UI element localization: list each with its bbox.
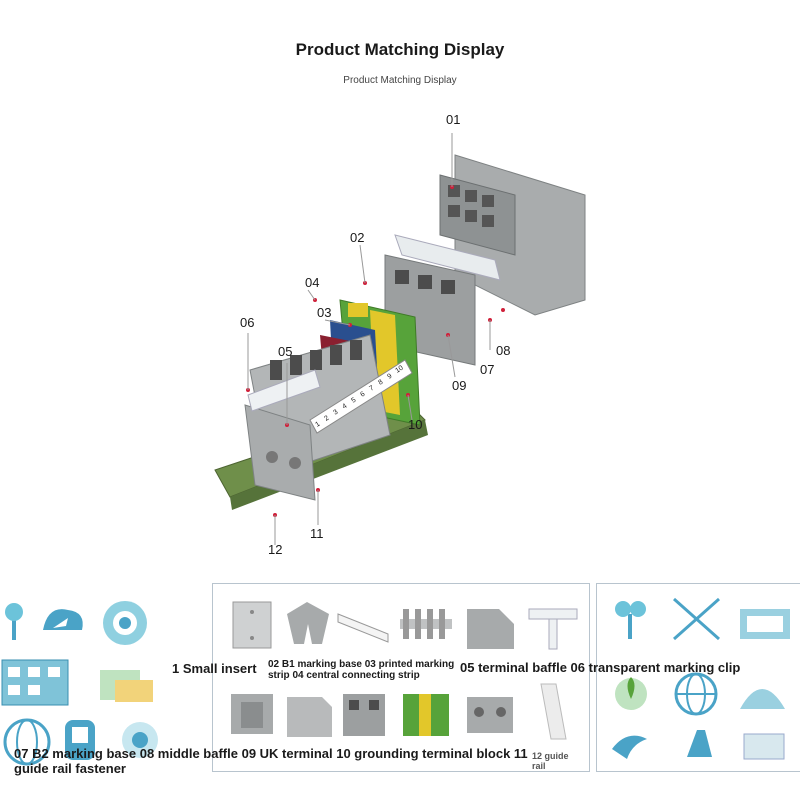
guide-rail-thumb: [540, 683, 567, 740]
transparent-marking-clip-thumb: [528, 608, 578, 650]
callout-11: 11: [310, 526, 324, 541]
middle-baffle-thumb: [287, 697, 332, 737]
sprout-icon: [615, 677, 647, 710]
callout-08: 08: [496, 343, 511, 358]
callout-01: 01: [446, 112, 461, 127]
gear-icon: [122, 722, 158, 758]
grounding-terminal-thumb: [403, 694, 449, 736]
terminal-baffle-thumb: [467, 609, 514, 649]
box-icon: [743, 733, 785, 760]
cloud-arrow-icon: [43, 609, 83, 630]
marking-clip: [394, 234, 501, 281]
strip-number: 2: [323, 415, 330, 423]
plant-icon: [615, 601, 646, 639]
legend-small-insert: 1 Small insert: [172, 661, 257, 676]
printed-marking-strip: [309, 359, 413, 434]
world-icon: [674, 672, 718, 716]
rail-fastener-thumb: [467, 697, 513, 733]
strip-number: 8: [377, 379, 384, 387]
callout-05: 05: [278, 344, 293, 359]
callout-03: 03: [317, 305, 332, 320]
callout-06: 06: [240, 315, 255, 330]
folder-icon: [100, 670, 153, 702]
legend-b2-marking-base: 07 B2 marking base 08 middle baffle 09 U…: [14, 746, 528, 776]
callout-09: 09: [452, 378, 467, 393]
b2-marking-base-thumb: [231, 694, 273, 734]
icon-panel: [596, 583, 800, 772]
callout-04: 04: [305, 275, 320, 290]
strip-number: 6: [359, 391, 366, 399]
terminal-block-assembly: 1 2 3 4 5 6 7 8 9 10: [214, 133, 586, 545]
strip-number: 4: [341, 403, 348, 411]
swirl-icon: [103, 601, 147, 645]
b1-marking-base-thumb: [287, 602, 329, 644]
central-connecting-strip-thumb: [400, 609, 452, 639]
strip-number: 10: [394, 365, 404, 375]
tree-icon: [5, 603, 23, 640]
parts-panel: [212, 583, 590, 772]
strip-number: 3: [332, 409, 339, 417]
network-icon: [673, 597, 720, 641]
callout-07: 07: [480, 362, 495, 377]
callout-12: 12: [268, 542, 283, 557]
uk-terminal-thumb: [343, 694, 385, 736]
strip-number: 1: [314, 421, 321, 429]
page-subtitle: Product Matching Display: [343, 75, 457, 86]
legend-guide-rail: 12 guide rail: [532, 751, 569, 772]
strip-number: 5: [350, 397, 357, 405]
strip-number: 7: [368, 385, 375, 393]
callout-10: 10: [408, 417, 423, 432]
legend-b1-marking-base: 02 B1 marking base 03 printed marking st…: [268, 659, 455, 682]
small-insert-thumb: [232, 601, 272, 649]
strip-number: 9: [386, 373, 393, 381]
globe-icon: [3, 718, 51, 766]
building-icon: [1, 659, 69, 706]
legend-terminal-baffle: 05 terminal baffle 06 transparent markin…: [460, 660, 741, 675]
machine-icon: [740, 609, 790, 639]
callout-02: 02: [350, 230, 365, 245]
printed-marking-strip-thumb: [337, 613, 389, 643]
robot-arm-icon: [65, 720, 95, 760]
rail-fastener: [244, 404, 316, 501]
hand-icon: [687, 730, 712, 757]
bird-icon: [612, 735, 647, 759]
page-title: Product Matching Display: [295, 40, 505, 59]
dome-icon: [740, 689, 785, 709]
